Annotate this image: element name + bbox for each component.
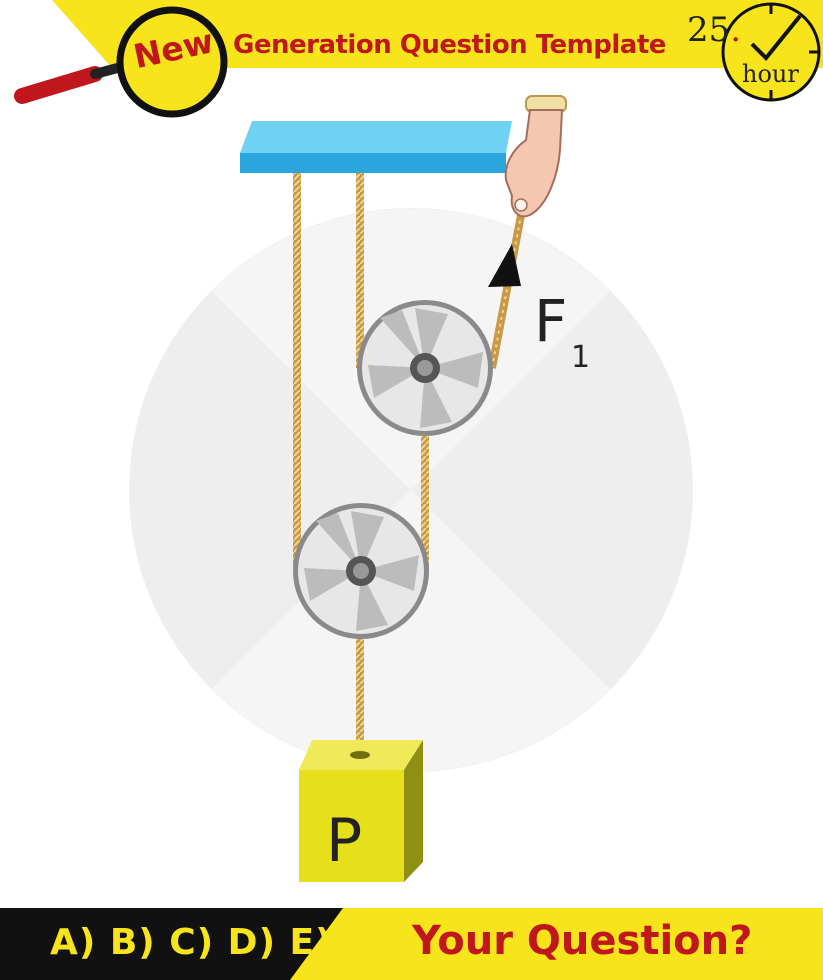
pulley-icon — [293, 503, 429, 639]
page-title: Generation Question Template — [233, 30, 666, 60]
force-subscript: 1 — [571, 340, 591, 375]
arrow-icon — [488, 244, 521, 287]
load-label: P — [326, 806, 363, 876]
answer-options: A) B) C) D) E) — [50, 922, 333, 963]
magnifier-icon — [14, 6, 228, 118]
ceiling-block — [240, 121, 512, 173]
load-box — [299, 740, 423, 882]
hand-icon — [504, 95, 567, 218]
timer-number: 25. — [687, 10, 741, 50]
background-disc — [129, 208, 693, 772]
question-prompt: Your Question? — [412, 918, 753, 964]
footer-bar — [0, 908, 823, 980]
header-banner — [52, 0, 823, 68]
pulley-icon — [357, 300, 493, 436]
rope — [293, 173, 526, 761]
clock-check-icon — [721, 2, 821, 102]
force-label: F — [534, 287, 568, 355]
timer-dot: . — [730, 10, 742, 50]
timer-unit: hour — [742, 60, 799, 88]
timer-number-value: 25 — [687, 10, 731, 50]
